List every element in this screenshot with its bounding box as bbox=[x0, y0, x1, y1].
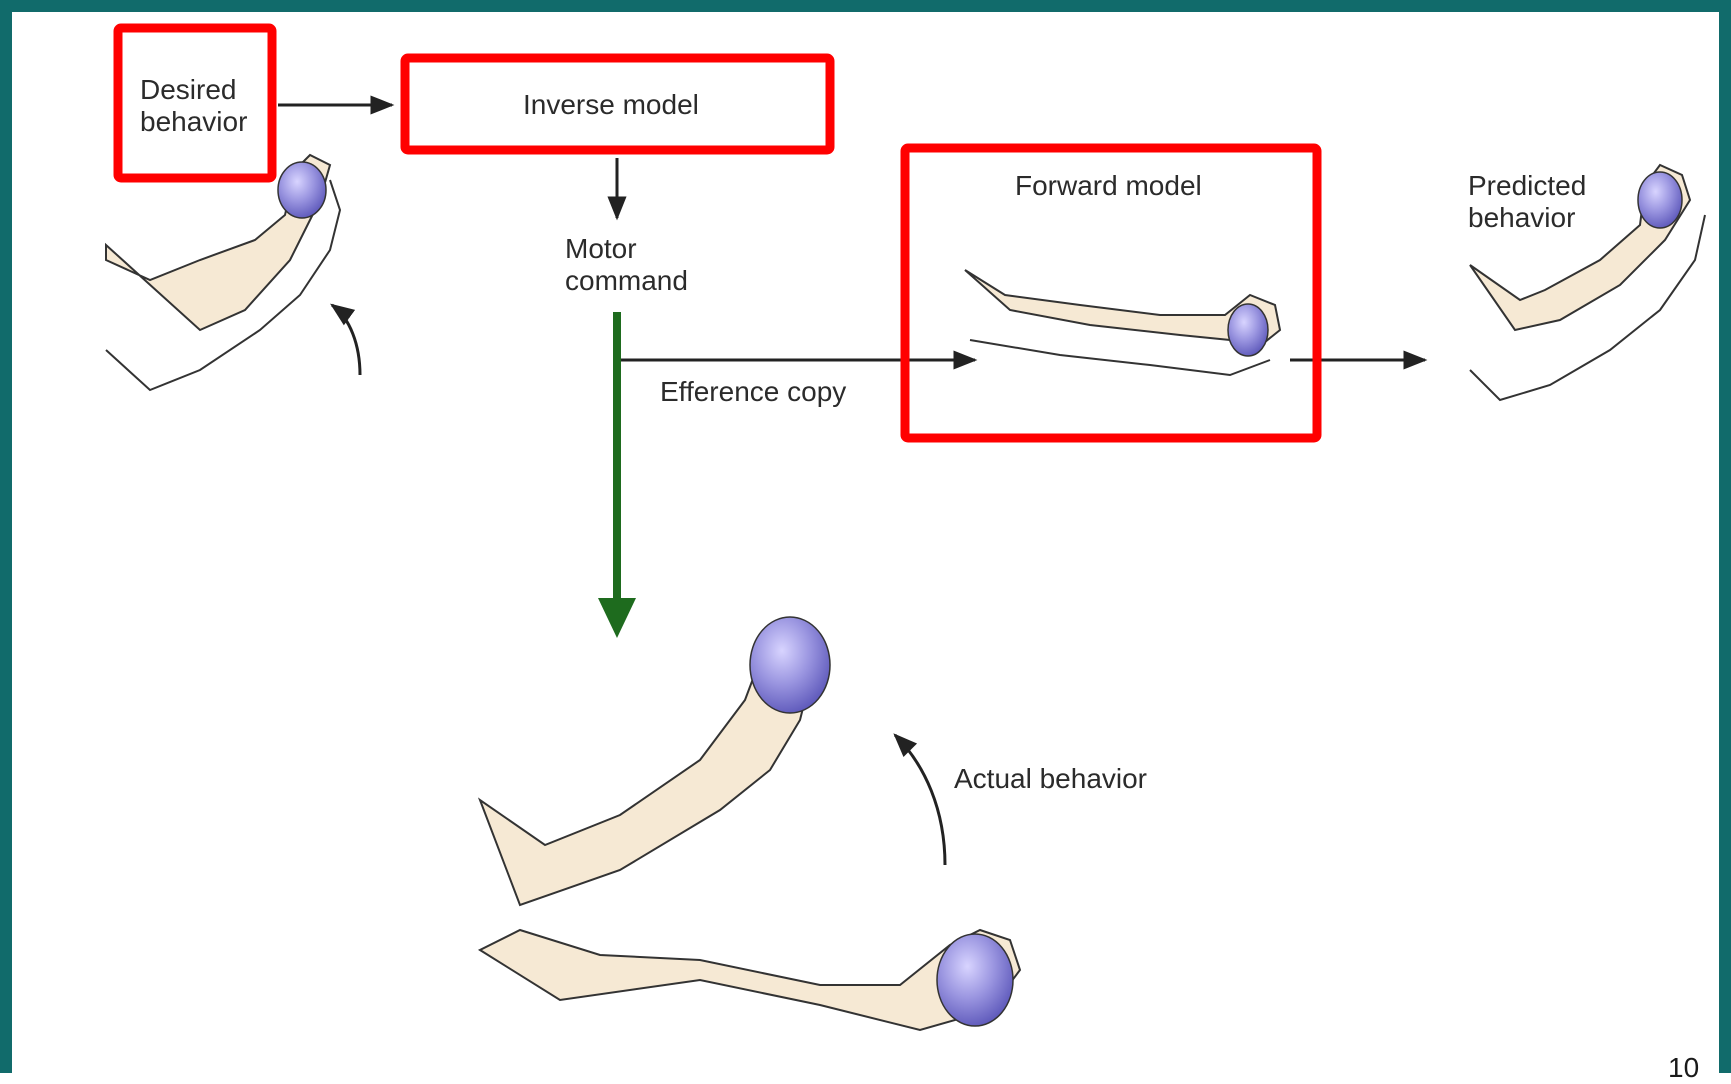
actual-behavior-label: Actual behavior bbox=[954, 763, 1147, 795]
forward-model-label: Forward model bbox=[1015, 170, 1202, 202]
predicted-behavior-label: Predicted behavior bbox=[1468, 170, 1586, 234]
actual-behavior-arm-illustration bbox=[480, 617, 1020, 1030]
desired-behavior-arm-illustration bbox=[106, 155, 360, 390]
slide-number: 10 bbox=[1668, 1052, 1699, 1084]
forward-model-arm-illustration bbox=[965, 270, 1280, 375]
desired-behavior-label: Desired behavior bbox=[140, 74, 247, 138]
motor-command-arrow-head bbox=[598, 598, 636, 638]
efference-copy-label: Efference copy bbox=[660, 376, 846, 408]
motor-command-label: Motor command bbox=[565, 233, 688, 297]
inverse-model-label: Inverse model bbox=[523, 89, 699, 121]
